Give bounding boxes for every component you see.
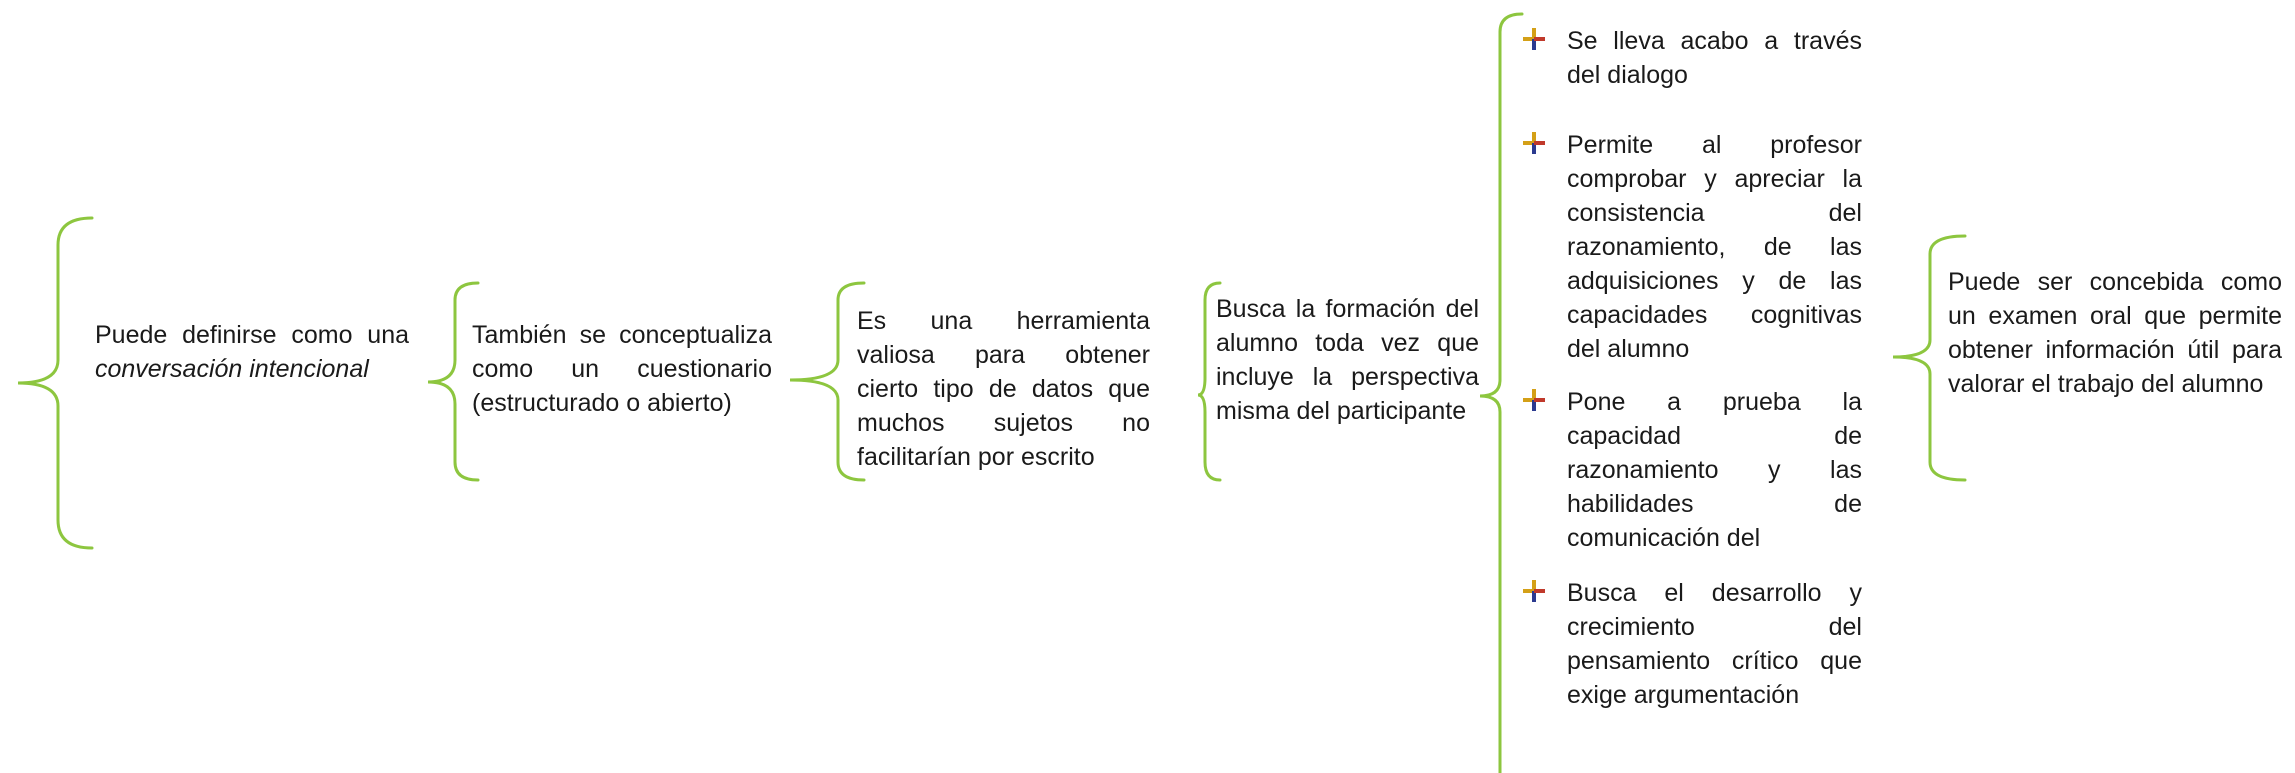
bullet-item: Se lleva acabo a través del dialogo (1517, 24, 1862, 96)
plus-bullet-icon (1523, 580, 1545, 602)
node-oral-exam: Puede ser concebida como un examen oral … (1948, 265, 2282, 469)
bullet-text: Busca el desarrollo y crecimiento del pe… (1567, 579, 1862, 709)
node-formation-text: Busca la formación del alumno toda vez q… (1216, 295, 1479, 425)
brace-1 (17, 216, 94, 550)
bullet-text: Pone a prueba la capacidad de razonamien… (1567, 388, 1862, 552)
bullet-text: Permite al profesor comprobar y apreciar… (1567, 131, 1862, 363)
node-tool: Es una herramienta valiosa para obtener … (857, 304, 1150, 476)
node-questionnaire: También se conceptualiza como un cuestio… (472, 318, 772, 454)
plus-bullet-icon (1523, 28, 1545, 50)
bullet-item: Permite al profesor comprobar y apreciar… (1517, 128, 1862, 366)
plus-bullet-icon (1523, 389, 1545, 411)
node-definition-plain: Puede definirse como una (95, 321, 409, 349)
node-questionnaire-text: También se conceptualiza como un cuestio… (472, 321, 772, 417)
brace-3 (789, 281, 866, 482)
bullet-item: Busca el desarrollo y crecimiento del pe… (1517, 576, 1862, 746)
node-oral-exam-text: Puede ser concebida como un examen oral … (1948, 268, 2282, 398)
node-formation: Busca la formación del alumno toda vez q… (1216, 292, 1479, 464)
plus-bullet-icon (1523, 132, 1545, 154)
bullet-item: Pone a prueba la capacidad de razonamien… (1517, 385, 1862, 561)
brace-2 (427, 281, 480, 482)
node-definition-italic: conversación intencional (95, 355, 369, 383)
node-definition: Puede definirse como una conversación in… (95, 318, 409, 428)
bullet-text: Se lleva acabo a través del dialogo (1567, 27, 1862, 89)
brace-6 (1892, 234, 1967, 482)
node-tool-text: Es una herramienta valiosa para obtener … (857, 307, 1150, 471)
brace-4 (1197, 281, 1222, 482)
brace-5 (1479, 12, 1524, 773)
